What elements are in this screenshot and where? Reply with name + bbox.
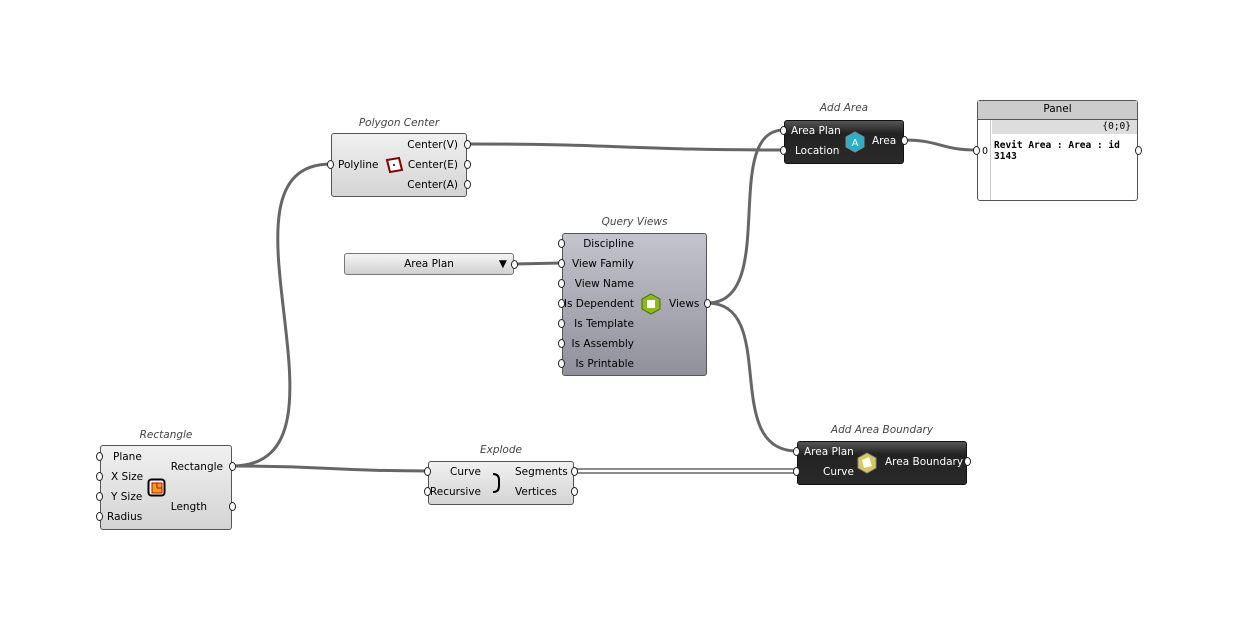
output-segments: Segments xyxy=(515,466,568,478)
port[interactable] xyxy=(464,160,471,169)
value-list-selected: Area Plan xyxy=(404,258,454,270)
wire-valuelist-to-viewfamily xyxy=(513,261,563,266)
port[interactable] xyxy=(464,180,471,189)
explode-component[interactable]: Curve Recursive Segments Vertices xyxy=(428,461,574,505)
output-rectangle: Rectangle xyxy=(170,461,223,473)
input-plane: Plane xyxy=(113,451,142,463)
wire-rectangle-to-curve xyxy=(231,464,429,473)
rectangle-icon xyxy=(147,478,166,497)
input-recursive: Recursive xyxy=(429,486,481,498)
port[interactable] xyxy=(558,299,565,308)
panel-index: 0 xyxy=(982,146,989,157)
port[interactable] xyxy=(558,239,565,248)
port[interactable] xyxy=(793,467,800,476)
add-area-boundary-icon xyxy=(857,452,877,474)
input-area-plan: Area Plan xyxy=(804,446,854,458)
input-y-size: Y Size xyxy=(111,491,143,503)
add-area-component[interactable]: Area Plan Location A Area xyxy=(784,120,904,164)
port[interactable] xyxy=(558,259,565,268)
input-is-dependent: Is Dependent xyxy=(563,298,634,310)
port[interactable] xyxy=(964,457,971,466)
input-polyline: Polyline xyxy=(338,159,379,171)
add-area-boundary-component[interactable]: Area Plan Curve Area Boundary xyxy=(797,441,967,485)
output-center-a: Center(A) xyxy=(407,179,458,191)
port[interactable] xyxy=(558,359,565,368)
port[interactable] xyxy=(973,146,980,155)
panel-path: {0;0} xyxy=(992,120,1137,134)
wire-rectangle-to-polyline xyxy=(231,162,332,468)
port[interactable] xyxy=(571,467,578,476)
panel[interactable]: Panel {0;0} 0 Revit Area : Area : id 314… xyxy=(977,100,1138,201)
port[interactable] xyxy=(229,502,236,511)
dropdown-arrow-icon[interactable]: ▼ xyxy=(498,258,507,270)
port[interactable] xyxy=(424,487,431,496)
port[interactable] xyxy=(704,299,711,308)
input-view-family: View Family xyxy=(571,258,634,270)
port[interactable] xyxy=(1135,146,1142,155)
port[interactable] xyxy=(558,279,565,288)
add-area-title: Add Area xyxy=(819,102,869,114)
wire-views-to-boundary-area-plan xyxy=(706,301,798,453)
panel-text: Revit Area : Area : id 3143 xyxy=(994,140,1120,162)
polygon-center-component[interactable]: Polyline Center(V) Center(E) Center(A) xyxy=(331,133,467,197)
input-discipline: Discipline xyxy=(583,238,634,250)
port[interactable] xyxy=(780,126,787,135)
output-length: Length xyxy=(170,501,207,513)
panel-title: Panel xyxy=(978,101,1137,120)
port[interactable] xyxy=(901,136,908,145)
input-radius: Radius xyxy=(107,511,143,523)
input-is-printable: Is Printable xyxy=(575,358,634,370)
input-location: Location xyxy=(795,145,840,157)
svg-text:A: A xyxy=(852,138,859,149)
output-center-e: Center(E) xyxy=(407,159,458,171)
port[interactable] xyxy=(96,452,103,461)
area-plan-value-list[interactable]: Area Plan ▼ xyxy=(344,253,514,275)
query-views-title: Query Views xyxy=(601,216,668,228)
explode-icon xyxy=(492,473,500,493)
wire-views-to-area-plan xyxy=(706,128,785,305)
port[interactable] xyxy=(511,260,518,269)
port[interactable] xyxy=(229,462,236,471)
port[interactable] xyxy=(96,512,103,521)
output-area: Area xyxy=(872,135,897,147)
input-is-template: Is Template xyxy=(574,318,634,330)
input-area-plan: Area Plan xyxy=(791,125,841,137)
input-curve: Curve xyxy=(450,466,481,478)
wire-segments-to-curve xyxy=(574,468,797,474)
query-views-component[interactable]: Discipline View Family View Name Is Depe… xyxy=(562,233,707,376)
explode-title: Explode xyxy=(480,444,522,456)
port[interactable] xyxy=(96,472,103,481)
port[interactable] xyxy=(327,160,334,169)
input-view-name: View Name xyxy=(574,278,634,290)
add-area-icon: A xyxy=(845,131,865,153)
output-vertices: Vertices xyxy=(515,486,557,498)
wire-area-to-panel xyxy=(903,138,978,152)
wire-center-to-location xyxy=(466,142,785,152)
port[interactable] xyxy=(464,140,471,149)
port[interactable] xyxy=(793,447,800,456)
input-is-assembly: Is Assembly xyxy=(571,338,634,350)
input-curve: Curve xyxy=(823,466,854,478)
port[interactable] xyxy=(780,146,787,155)
output-area-boundary: Area Boundary xyxy=(885,456,964,468)
rectangle-title: Rectangle xyxy=(139,429,193,441)
port[interactable] xyxy=(424,467,431,476)
add-area-boundary-title: Add Area Boundary xyxy=(830,424,934,436)
input-x-size: X Size xyxy=(111,471,144,483)
port[interactable] xyxy=(558,339,565,348)
port[interactable] xyxy=(558,319,565,328)
polygon-center-icon xyxy=(385,156,404,174)
output-center-v: Center(V) xyxy=(407,139,458,151)
port[interactable] xyxy=(96,492,103,501)
port[interactable] xyxy=(571,487,578,496)
polygon-center-title: Polygon Center xyxy=(358,117,440,129)
query-views-icon xyxy=(641,293,661,315)
output-views: Views xyxy=(669,298,700,310)
rectangle-component[interactable]: Plane X Size Y Size Radius Rectangle Len… xyxy=(100,445,232,530)
